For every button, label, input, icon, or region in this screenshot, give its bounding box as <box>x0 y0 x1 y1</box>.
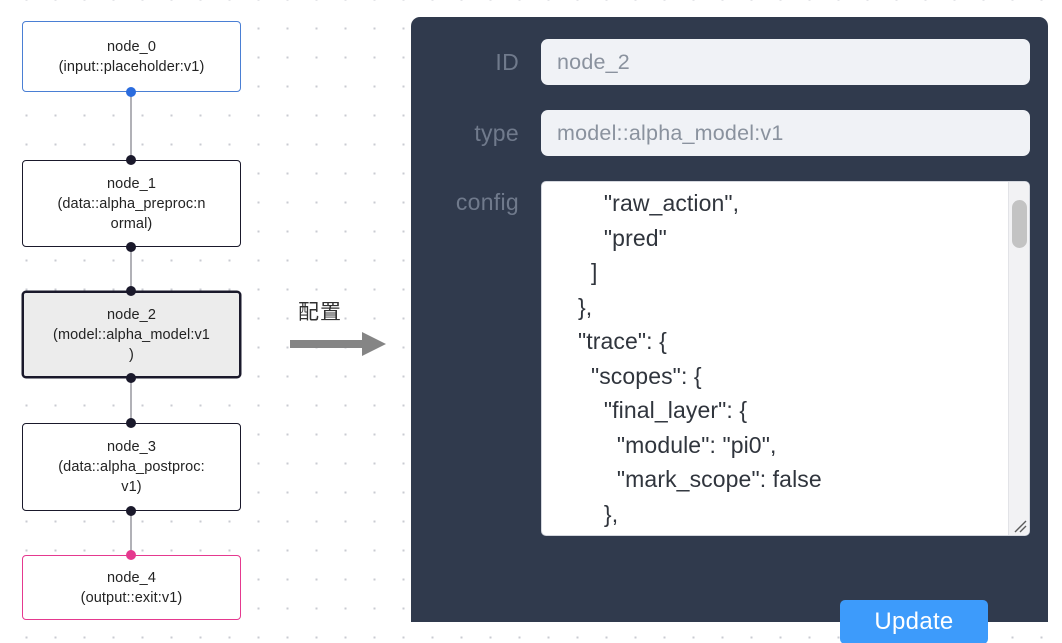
config-textarea-wrapper: "raw_action", "pred" ] }, "trace": { "sc… <box>541 181 1030 536</box>
id-input[interactable] <box>541 39 1030 85</box>
edge-node3-node4 <box>130 511 132 555</box>
config-field-label: config <box>455 189 519 215</box>
node-handle-target-node_2[interactable] <box>126 286 136 296</box>
type-input[interactable] <box>541 110 1030 156</box>
edge-node1-node2 <box>130 247 132 291</box>
node-title: node_2 <box>107 306 156 323</box>
node-handle-target-node_1[interactable] <box>126 155 136 165</box>
id-field-label: ID <box>495 49 519 75</box>
config-annotation: 配置 <box>290 296 400 366</box>
config-textarea[interactable]: "raw_action", "pred" ] }, "trace": { "sc… <box>541 181 1030 536</box>
node-type-cont: v1) <box>121 479 142 495</box>
field-row-config: config "raw_action", "pred" ] }, "trace"… <box>429 181 1030 536</box>
flow-node-node_1[interactable]: node_1 (data::alpha_preproc:n ormal) <box>22 160 241 247</box>
flow-node-node_4[interactable]: node_4 (output::exit:v1) <box>22 555 241 620</box>
node-handle-source-node_2[interactable] <box>126 373 136 383</box>
flow-node-node_2[interactable]: node_2 (model::alpha_model:v1 ) <box>22 291 241 378</box>
flow-node-node_0[interactable]: node_0 (input::placeholder:v1) <box>22 21 241 92</box>
node-title: node_0 <box>107 38 156 55</box>
edge-node2-node3 <box>130 378 132 423</box>
flow-node-node_3[interactable]: node_3 (data::alpha_postproc: v1) <box>22 423 241 511</box>
node-type-cont: ormal) <box>110 215 153 232</box>
node-title: node_1 <box>107 175 156 192</box>
right-arrow-icon <box>290 332 386 356</box>
node-handle-target-node_3[interactable] <box>126 418 136 428</box>
node-handle-target-node_4[interactable] <box>126 550 136 560</box>
node-handle-source-node_0[interactable] <box>126 87 136 97</box>
node-inspector-panel: ID type config "raw_action", "pred" ] },… <box>411 17 1048 643</box>
config-scrollbar[interactable] <box>1008 182 1029 535</box>
node-type: (data::alpha_postproc: <box>58 459 205 475</box>
node-title: node_3 <box>107 439 156 455</box>
type-field-label: type <box>474 120 519 146</box>
node-type: (data::alpha_preproc:n <box>57 195 206 212</box>
node-type: (output::exit:v1) <box>80 589 183 606</box>
node-handle-source-node_3[interactable] <box>126 506 136 516</box>
node-title: node_4 <box>107 569 156 586</box>
update-button[interactable]: Update <box>840 600 988 643</box>
node-type-cont: ) <box>129 346 134 363</box>
resize-grip-icon[interactable] <box>1012 518 1028 534</box>
field-row-type: type <box>429 110 1030 156</box>
annotation-label: 配置 <box>298 300 342 324</box>
node-type: (input::placeholder:v1) <box>58 58 205 75</box>
node-handle-source-node_1[interactable] <box>126 242 136 252</box>
node-type: (model::alpha_model:v1 <box>53 326 210 343</box>
field-row-id: ID <box>429 39 1030 85</box>
edge-node0-node1 <box>130 92 132 160</box>
config-scrollbar-thumb[interactable] <box>1012 200 1027 248</box>
